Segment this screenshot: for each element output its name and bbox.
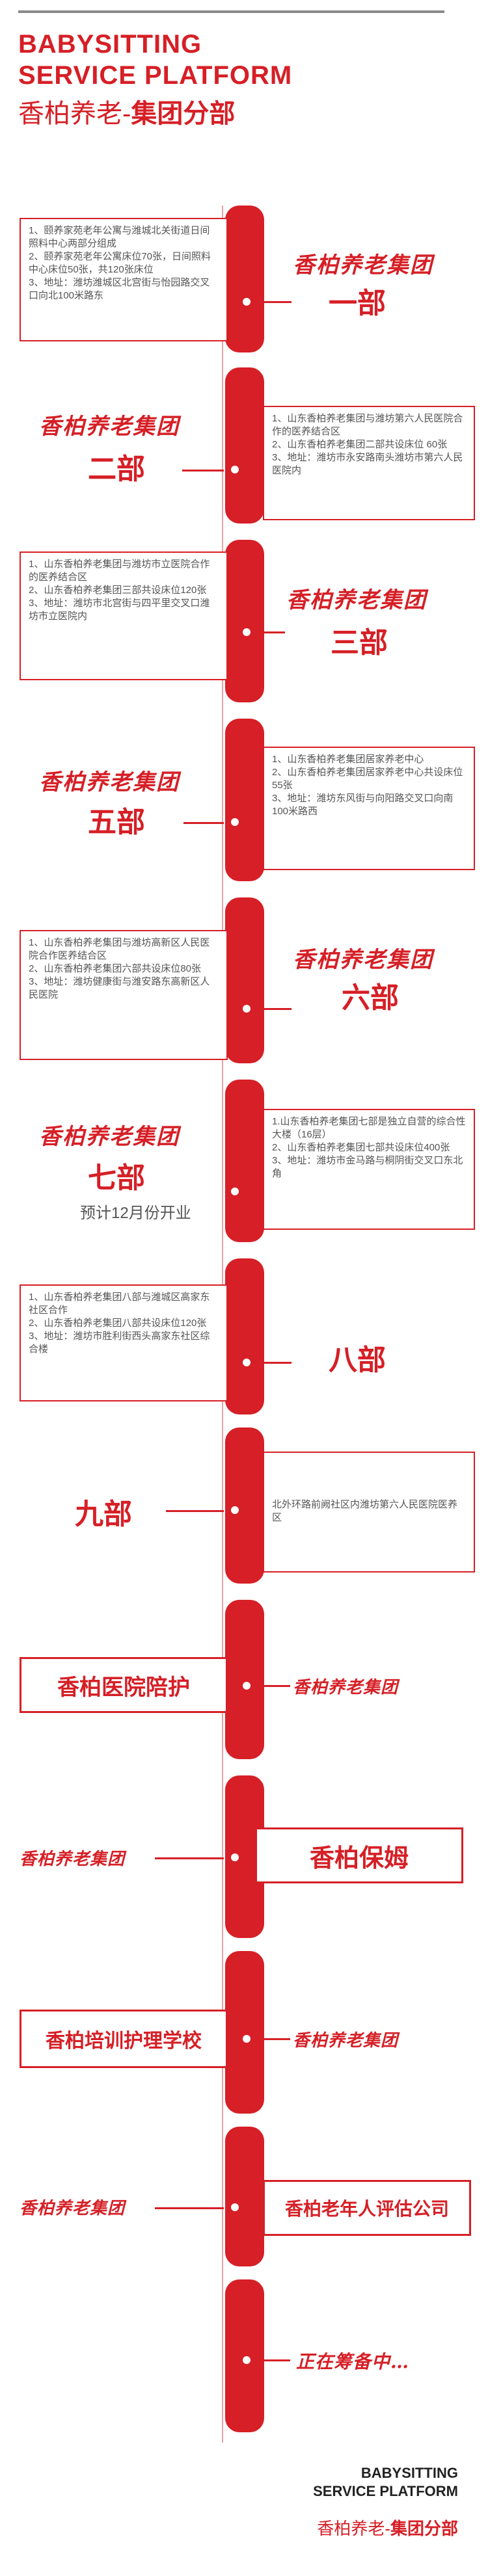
branch-6-group-name: 香柏养老集团 [293, 947, 433, 973]
connector-line [252, 2038, 290, 2040]
timeline-node [229, 1186, 241, 1197]
timeline-segment [225, 540, 264, 702]
timeline-segment [225, 1258, 264, 1414]
connector-line [252, 631, 285, 633]
timeline-node [241, 1680, 252, 1692]
service-4-group-name: 香柏养老集团 [20, 2199, 126, 2218]
branch-6-label: 六部 [342, 982, 399, 1014]
title-line-2: SERVICE PLATFORM [18, 61, 293, 90]
branch-2-group-name: 香柏养老集团 [39, 414, 180, 440]
connector-line [252, 1685, 290, 1687]
timeline-segment [225, 1080, 264, 1242]
connector-line [252, 301, 291, 303]
timeline-node [241, 2354, 252, 2366]
timeline-node [241, 1003, 252, 1015]
connector-line [252, 1008, 291, 1010]
branch-2-label: 二部 [88, 453, 145, 485]
footer-line-2: SERVICE PLATFORM [313, 2483, 458, 2499]
branch-3-group-name: 香柏养老集团 [286, 587, 427, 613]
connector-line [183, 822, 224, 824]
service-nanny: 香柏保姆 [255, 1827, 463, 1883]
timeline-segment [225, 1951, 264, 2114]
service-1-group-name: 香柏养老集团 [293, 1678, 399, 1697]
timeline-segment [225, 2127, 264, 2266]
branch-9-info-box: 北外环路前阙社区内潍坊第六人民医院医养区 [263, 1452, 475, 1573]
branch-5-group-name: 香柏养老集团 [39, 769, 180, 795]
timeline-segment [225, 719, 264, 881]
timeline-segment [225, 897, 264, 1063]
connector-line [252, 2359, 290, 2361]
timeline-segment [225, 367, 264, 524]
footer-subtitle: 香柏养老-集团分部 [317, 2519, 458, 2538]
branch-1-label: 一部 [329, 287, 386, 319]
timeline-node [241, 2033, 252, 2045]
timeline-node [241, 626, 252, 638]
timeline-node [229, 1852, 241, 1863]
timeline-segment [225, 206, 264, 352]
service-hospital-care: 香柏医院陪护 [20, 1657, 228, 1713]
timeline-node [241, 296, 252, 308]
footer-line-1: BABYSITTING [360, 2465, 458, 2481]
top-divider [18, 10, 444, 13]
service-3-group-name: 香柏养老集团 [293, 2031, 399, 2051]
connector-line [182, 470, 224, 471]
service-in-preparation: 正在筹备中… [296, 2351, 410, 2372]
branch-8-label: 八部 [329, 1344, 386, 1376]
timeline-node [229, 464, 241, 475]
branch-3-label: 三部 [331, 627, 388, 659]
branch-7-info-box: 1.山东香柏养老集团七部是独立自营的综合性大楼（16层）2、山东香柏养老集团七部… [263, 1109, 475, 1230]
connector-line [155, 2207, 224, 2209]
service-2-group-name: 香柏养老集团 [20, 1850, 126, 1869]
service-training-school: 香柏培训护理学校 [20, 2010, 228, 2068]
connector-line [166, 1510, 224, 1512]
title-line-1: BABYSITTING [18, 30, 202, 59]
branch-5-label: 五部 [88, 806, 145, 838]
branch-7-label: 七部 [88, 1162, 145, 1194]
connector-line [252, 1362, 291, 1364]
service-elderly-assessment: 香柏老年人评估公司 [263, 2180, 471, 2236]
timeline-node [241, 1357, 252, 1368]
timeline-node [229, 1504, 241, 1516]
branch-7-opening-note: 预计12月份开业 [80, 1204, 191, 1222]
timeline-node [229, 816, 241, 828]
branch-9-label: 九部 [75, 1498, 132, 1530]
branch-7-group-name: 香柏养老集团 [39, 1124, 180, 1150]
timeline-node [229, 2201, 241, 2213]
timeline-segment [225, 1600, 264, 1759]
connector-line [155, 1857, 224, 1859]
subtitle: 香柏养老-集团分部 [18, 100, 236, 128]
branch-1-group-name: 香柏养老集团 [293, 252, 433, 278]
